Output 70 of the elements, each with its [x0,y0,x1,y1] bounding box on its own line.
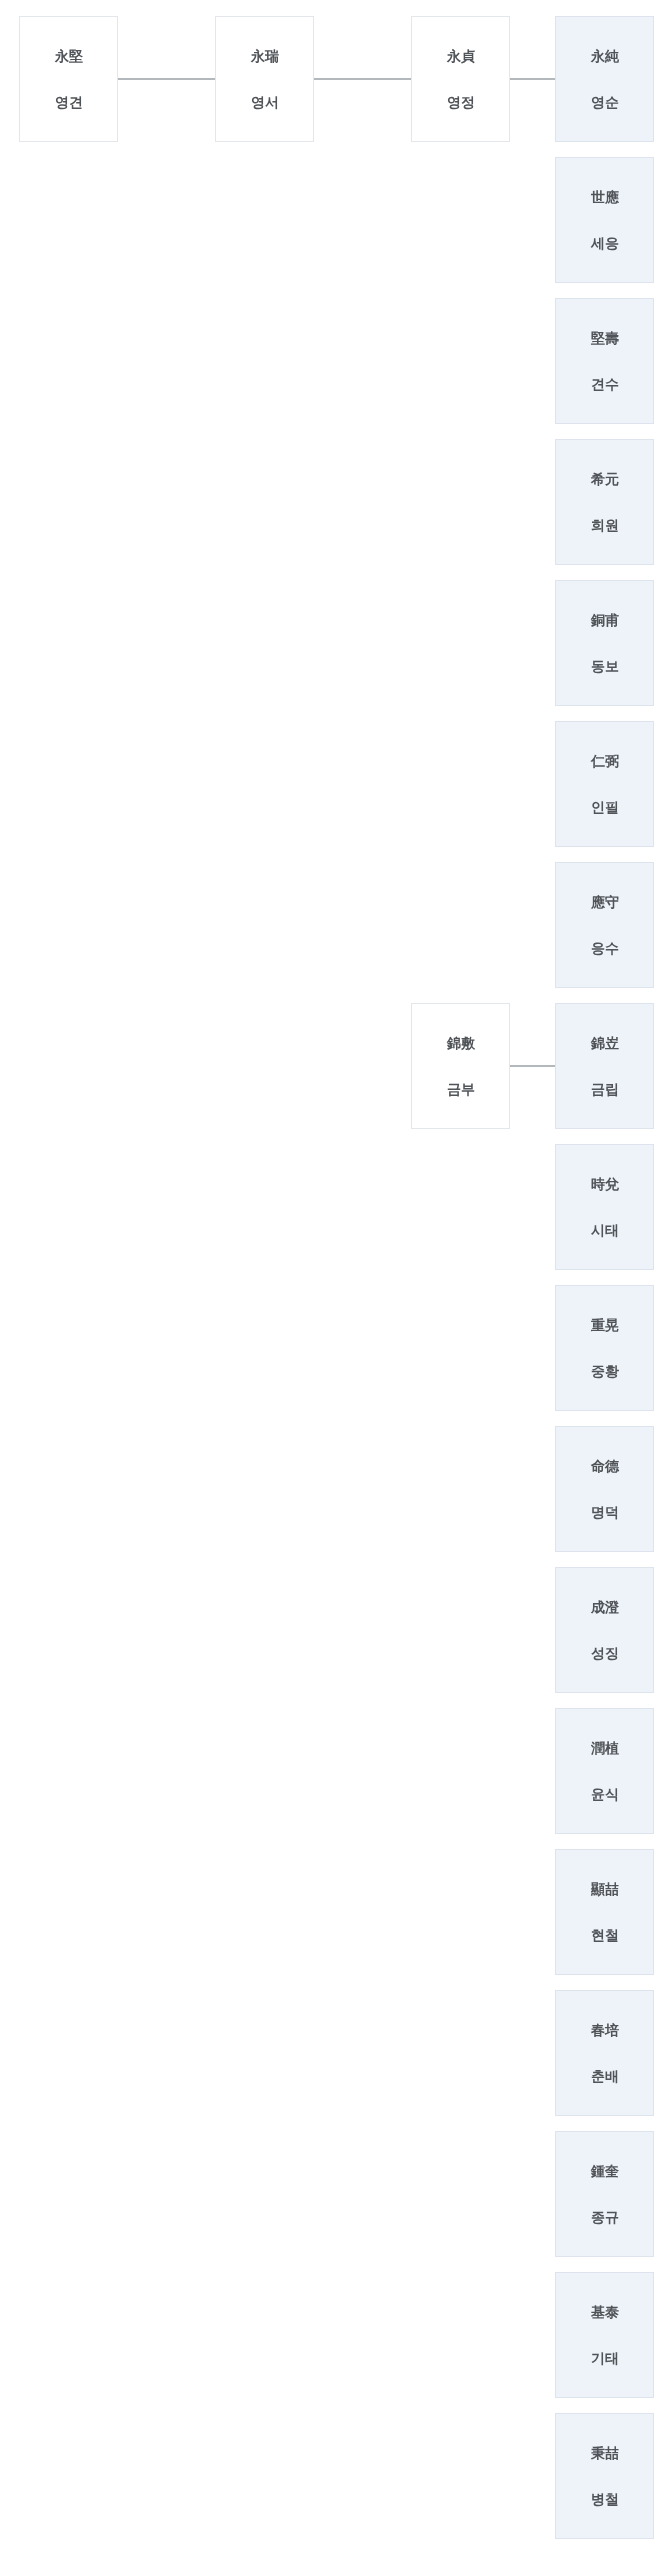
hanja-name: 顯喆 [590,1880,619,1898]
hangul-name: 영견 [54,93,83,111]
name-card [555,1426,654,1552]
hangul-name: 금립 [590,1080,619,1098]
hangul-name: 성징 [590,1644,619,1662]
name-card [555,1849,654,1975]
hanja-name: 基泰 [590,2303,619,2321]
name-card [555,298,654,424]
connector-line [509,78,556,80]
hangul-name: 견수 [590,375,619,393]
hanja-name: 永純 [590,47,619,65]
hanja-name: 永堅 [54,47,83,65]
hanja-name: 錦岦 [590,1034,619,1052]
name-card [555,862,654,988]
name-card [555,16,654,142]
hanja-name: 時兌 [590,1175,619,1193]
name-card [411,16,510,142]
hangul-name: 춘배 [590,2067,619,2085]
hanja-name: 應守 [590,893,619,911]
name-card [555,1990,654,2116]
hanja-name: 堅壽 [590,329,619,347]
name-card [411,1003,510,1129]
name-card [555,439,654,565]
name-card [555,1144,654,1270]
name-card [555,1285,654,1411]
hanja-name: 春培 [590,2021,619,2039]
hanja-name: 銅甫 [590,611,619,629]
name-card [555,1567,654,1693]
hanja-name: 成澄 [590,1598,619,1616]
hangul-name: 중황 [590,1362,619,1380]
hangul-name: 영서 [250,93,279,111]
hangul-name: 종규 [590,2208,619,2226]
name-card [555,2413,654,2539]
connector-line [117,78,216,80]
hanja-name: 命德 [590,1457,619,1475]
hanja-name: 重晃 [590,1316,619,1334]
hangul-name: 윤식 [590,1785,619,1803]
hangul-name: 인필 [590,798,619,816]
hangul-name: 금부 [446,1080,475,1098]
hangul-name: 영정 [446,93,475,111]
hanja-name: 潤植 [590,1739,619,1757]
hanja-name: 永貞 [446,47,475,65]
hanja-name: 鍾奎 [590,2162,619,2180]
name-card [555,1003,654,1129]
hangul-name: 시태 [590,1221,619,1239]
name-card [555,2131,654,2257]
hangul-name: 동보 [590,657,619,675]
name-card [555,1708,654,1834]
hanja-name: 錦敷 [446,1034,475,1052]
hangul-name: 희원 [590,516,619,534]
name-card [555,721,654,847]
hanja-name: 永瑞 [250,47,279,65]
hangul-name: 영순 [590,93,619,111]
name-card [555,580,654,706]
hangul-name: 병철 [590,2490,619,2508]
name-card [215,16,314,142]
hanja-name: 仁弼 [590,752,619,770]
hangul-name: 기태 [590,2349,619,2367]
hanja-name: 世應 [590,188,619,206]
hangul-name: 세응 [590,234,619,252]
hangul-name: 명덕 [590,1503,619,1521]
name-card [19,16,118,142]
hanja-name: 希元 [590,470,619,488]
hanja-name: 秉喆 [590,2444,619,2462]
name-card [555,157,654,283]
hangul-name: 현철 [590,1926,619,1944]
name-card [555,2272,654,2398]
connector-line [313,78,412,80]
hangul-name: 응수 [590,939,619,957]
connector-line [509,1065,556,1067]
